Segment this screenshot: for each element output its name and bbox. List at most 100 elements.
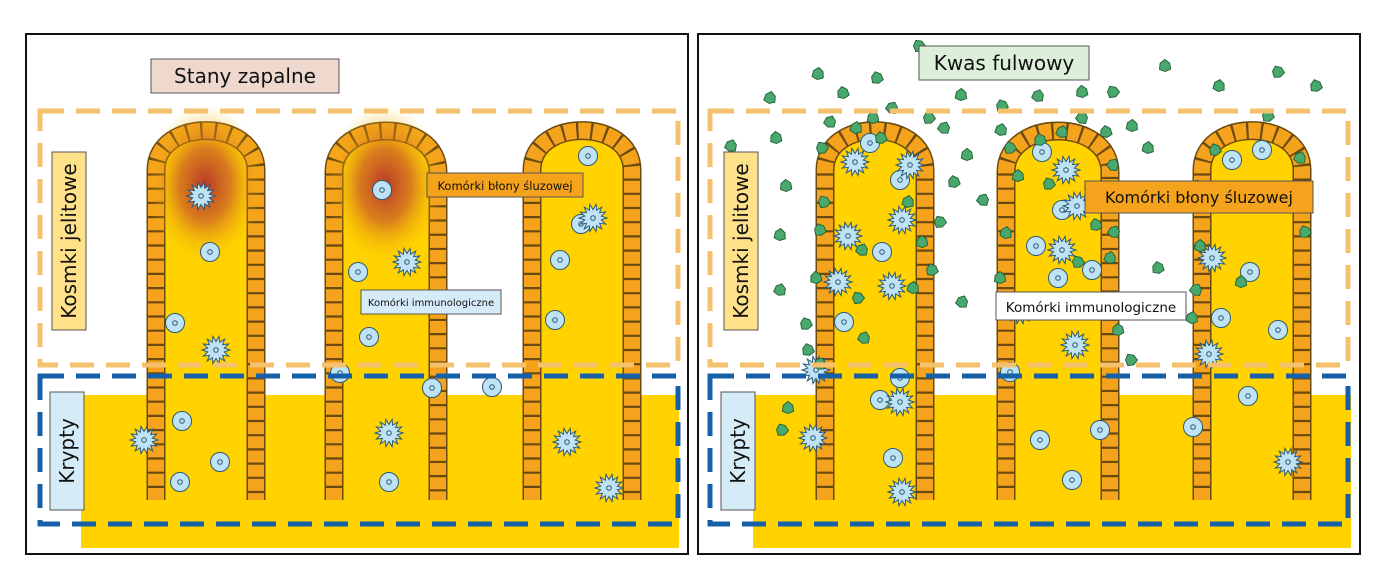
fulvic-particle	[773, 227, 786, 241]
fulvic-particle	[906, 280, 919, 294]
fulvic-particle	[802, 343, 815, 356]
fulvic-particle	[871, 71, 884, 84]
right-panel: Kwas fulwowy Kosmki jelitowe Krypty Komó…	[697, 33, 1361, 555]
fulvic-particle	[1125, 118, 1138, 132]
immune-cell	[1252, 140, 1272, 160]
fulvic-particle	[770, 130, 783, 144]
cell-nucleus	[213, 347, 219, 353]
cell-nucleus	[907, 162, 913, 168]
fulvic-particle	[811, 66, 824, 80]
mucosa-label-box	[426, 172, 584, 198]
immune-cell-activated	[1061, 190, 1093, 222]
fulvic-particle	[866, 110, 880, 124]
fulvic-particle	[781, 400, 795, 414]
fulvic-particle	[948, 175, 961, 188]
cell-nucleus	[897, 399, 903, 405]
cell-nucleus	[899, 489, 905, 495]
fulvic-particle	[1141, 140, 1154, 154]
immune-cell-activated	[128, 424, 160, 456]
panel-title: Kwas fulwowy	[934, 51, 1075, 75]
immune-cell-activated	[884, 386, 916, 418]
fulvic-particle	[1310, 79, 1323, 92]
immune-cell	[550, 250, 570, 270]
fulvic-particle	[810, 270, 823, 284]
title-box	[150, 58, 340, 94]
immune-cell	[1048, 268, 1068, 288]
fulvic-particle	[1125, 353, 1139, 367]
fulvic-particle	[1103, 251, 1116, 264]
cell-nucleus	[1190, 424, 1196, 430]
cell-nucleus	[172, 320, 178, 326]
cell-nucleus	[1285, 459, 1291, 465]
cell-nucleus	[1074, 203, 1080, 209]
mucosa-label: Komórki błony śluzowej	[1105, 188, 1293, 207]
cell-nucleus	[1059, 207, 1065, 213]
fulvic-particle	[1209, 143, 1222, 156]
fulvic-particle	[926, 263, 939, 276]
fulvic-particle	[1031, 89, 1044, 102]
immune-cell	[348, 262, 368, 282]
cell-nucleus	[386, 430, 392, 436]
fulvic-particle	[1112, 322, 1125, 336]
immune-cell	[1222, 150, 1242, 170]
villi-label: Kosmki jelitowe	[57, 163, 81, 318]
epithelium-cells	[524, 122, 640, 500]
fulvic-particle	[776, 423, 790, 436]
immune-cell	[545, 310, 565, 330]
immune-cell-activated	[886, 476, 918, 508]
villus-body	[532, 130, 632, 420]
immune-cell-activated	[1050, 154, 1082, 186]
cell-nucleus	[1206, 351, 1212, 357]
immune-cell	[165, 313, 185, 333]
immune-cell	[1026, 236, 1046, 256]
immune-cell-activated	[1046, 234, 1078, 266]
villi-label: Kosmki jelitowe	[729, 163, 753, 318]
fulvic-particle	[773, 283, 786, 296]
cell-nucleus	[845, 233, 851, 239]
fulvic-particle	[916, 234, 929, 248]
immune-cell-activated	[1196, 242, 1228, 274]
immune-cell	[200, 242, 220, 262]
immune-cell-activated	[832, 220, 864, 252]
cell-nucleus	[1069, 477, 1075, 483]
fulvic-particle	[994, 123, 1007, 136]
cell-nucleus	[877, 397, 883, 403]
cell-nucleus	[1247, 269, 1253, 275]
fulvic-particle	[1105, 158, 1119, 171]
immune-cell	[1090, 420, 1110, 440]
fulvic-particle	[1004, 141, 1018, 154]
fulvic-particle	[855, 243, 868, 256]
immune-cell-activated	[797, 422, 829, 454]
immune-cell-activated	[1272, 446, 1304, 478]
fulvic-particle	[837, 86, 850, 99]
fulvic-particle	[1234, 274, 1247, 288]
fulvic-particle	[823, 115, 836, 128]
fulvic-particle	[857, 331, 870, 344]
fulvic-particle	[1034, 133, 1047, 146]
cell-nucleus	[141, 437, 147, 443]
fulvic-particle	[1272, 65, 1286, 78]
fulvic-particle	[1293, 151, 1306, 164]
immune-cell	[482, 377, 502, 397]
immune-cell-activated	[391, 246, 423, 278]
fulvic-particle	[960, 147, 974, 161]
fulvic-particle	[763, 91, 776, 104]
immune-cell	[210, 452, 230, 472]
mucosa-label-box	[1084, 180, 1314, 214]
immune-cell-activated	[185, 180, 217, 212]
cell-nucleus	[1059, 247, 1065, 253]
fulvic-particle	[1090, 218, 1103, 231]
cell-nucleus	[890, 455, 896, 461]
cell-nucleus	[1209, 255, 1215, 261]
cell-nucleus	[1229, 157, 1235, 163]
villus-body	[825, 130, 925, 420]
mucosa-label: Komórki błony śluzowej	[437, 179, 572, 193]
crypt-region-box	[37, 373, 681, 527]
cell-nucleus	[1218, 315, 1224, 321]
cell-nucleus	[897, 177, 903, 183]
cell-nucleus	[217, 459, 223, 465]
fulvic-particle	[1152, 261, 1165, 274]
fulvic-particle	[1107, 85, 1121, 99]
fulvic-particle	[999, 226, 1012, 239]
